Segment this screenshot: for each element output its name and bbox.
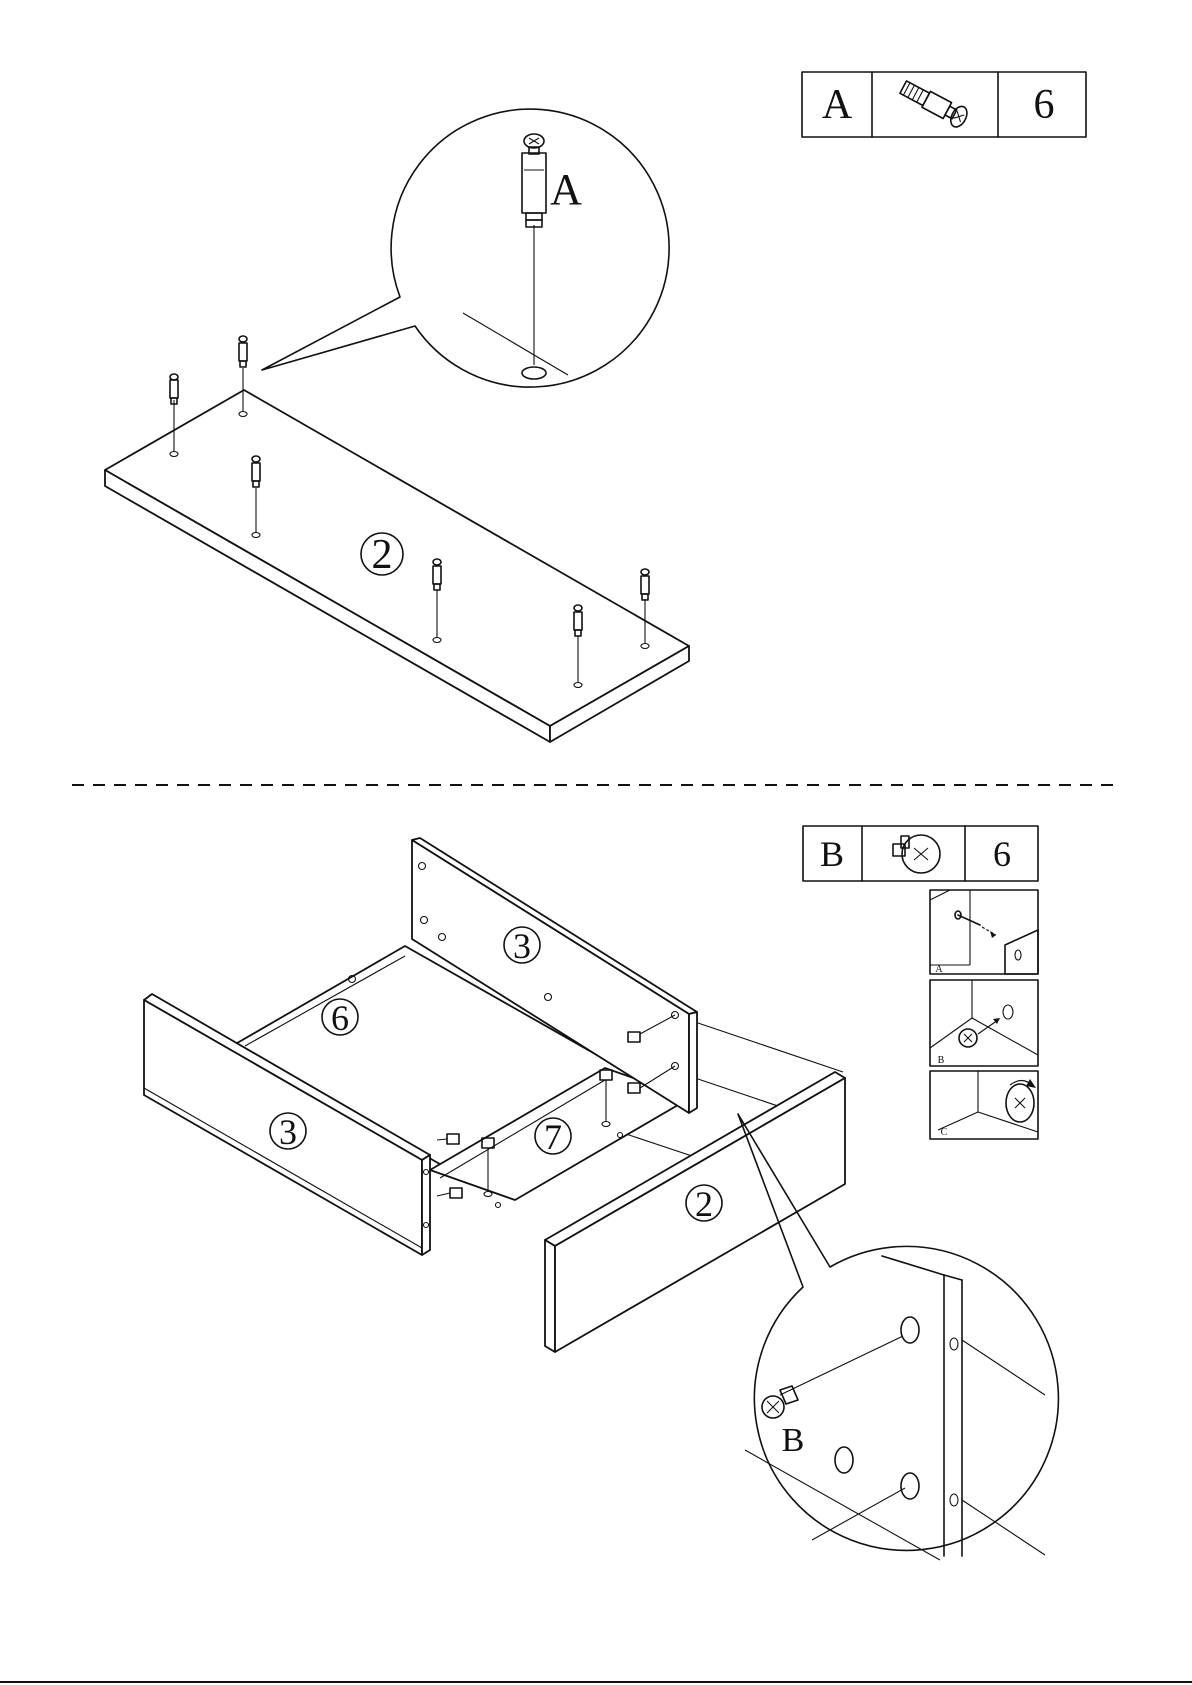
hardware-table-a: A 6: [802, 72, 1086, 137]
hardware-letter-a: A: [822, 82, 853, 128]
substep-label-b: B: [938, 1055, 945, 1066]
substep-b: [930, 980, 1038, 1066]
panel-label-2: 2: [372, 532, 393, 578]
callout-label-b: B: [782, 1422, 805, 1459]
hardware-quantity-a: 6: [1034, 82, 1055, 128]
detail-callout-bolt: [262, 109, 669, 387]
panel-label-bottom: 6: [331, 998, 349, 1038]
hardware-quantity-b: 6: [993, 834, 1011, 874]
substep-label-c: C: [941, 1127, 948, 1138]
hardware-letter-b: B: [820, 834, 844, 874]
panel-label-middle: 7: [544, 1117, 562, 1157]
cam-lock-icon: [893, 835, 940, 873]
hardware-table-b: B 6: [803, 826, 1038, 881]
panel-label-back: 3: [513, 926, 531, 966]
drawer-assembly: [144, 838, 845, 1352]
substep-a: [930, 890, 1038, 974]
callout-label-a: A: [550, 165, 582, 214]
cam-bolt-icon: [898, 77, 970, 129]
panel-label-front: 2: [695, 1184, 713, 1224]
panel-2-shelf: [105, 390, 689, 742]
substep-label-a: A: [935, 964, 943, 975]
panel-label-side: 3: [279, 1112, 297, 1152]
